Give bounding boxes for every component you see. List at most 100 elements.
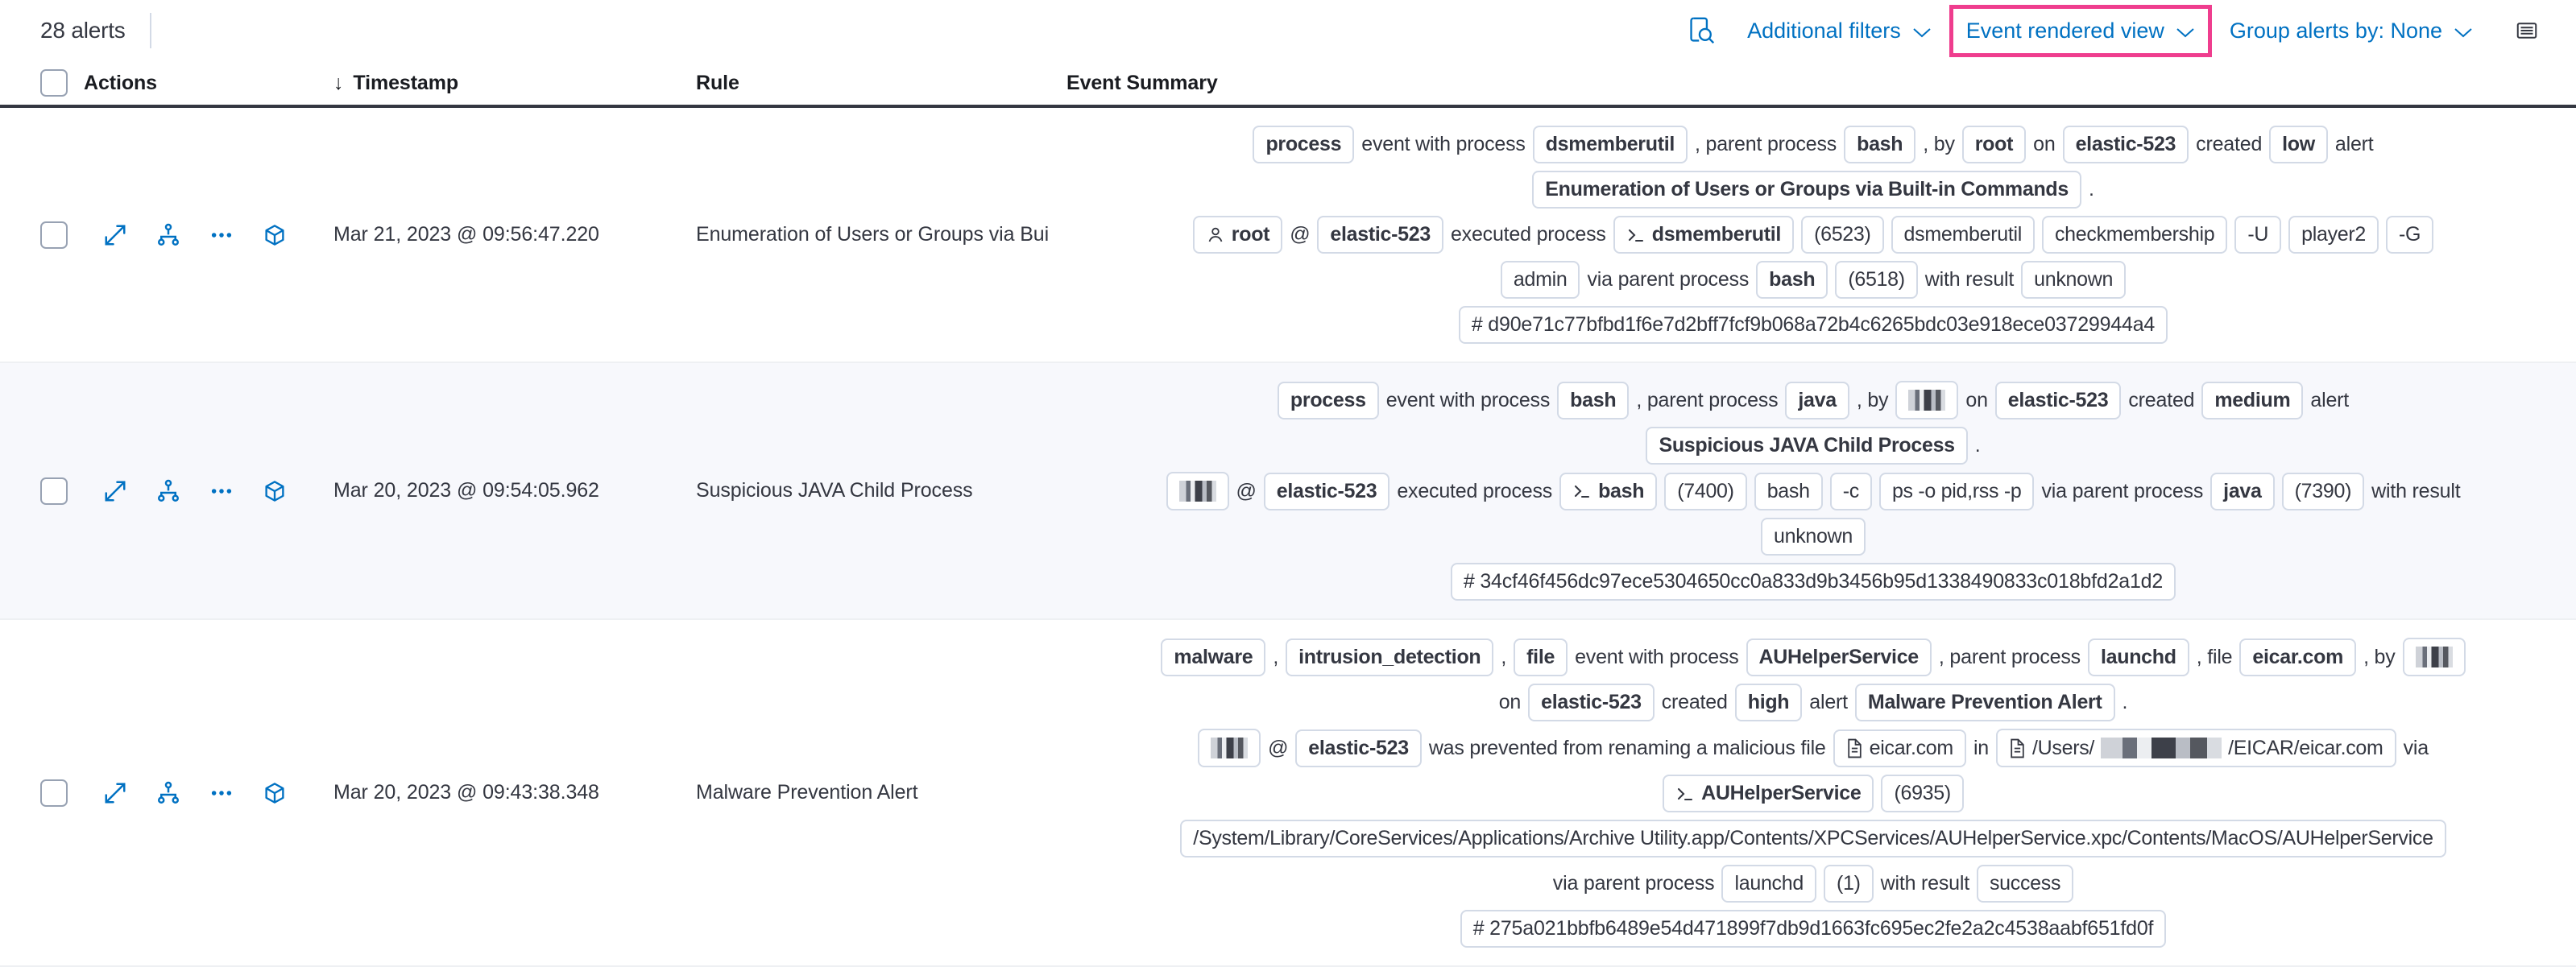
summary-badge[interactable]: admin	[1500, 261, 1580, 299]
summary-badge[interactable]: /System/Library/CoreServices/Application…	[1180, 820, 2446, 857]
column-header-event-summary[interactable]: Event Summary	[1066, 71, 1218, 94]
redaction-block	[1211, 738, 1249, 758]
summary-badge[interactable]: high	[1734, 684, 1803, 721]
summary-badge[interactable]: Suspicious JAVA Child Process	[1646, 427, 1968, 465]
summary-badge[interactable]: AUHelperService	[1746, 638, 1932, 676]
summary-badge[interactable]: elastic-523	[1295, 729, 1422, 767]
analyze-event-icon[interactable]	[156, 479, 180, 503]
summary-badge[interactable]: (6518)	[1835, 261, 1918, 299]
add-to-case-icon[interactable]	[263, 223, 287, 247]
summary-badge[interactable]: malware	[1161, 638, 1266, 676]
summary-badge[interactable]: elastic-523	[1994, 381, 2122, 419]
row-select-checkbox[interactable]	[40, 221, 68, 249]
keyboard-icon[interactable]	[2515, 19, 2539, 43]
summary-badge[interactable]: (6935)	[1881, 775, 1964, 812]
toolbar-divider	[149, 13, 151, 48]
summary-text: created	[2196, 133, 2263, 155]
row-select-checkbox[interactable]	[40, 779, 68, 807]
event-rendered-view-button[interactable]: Event rendered view	[1966, 19, 2195, 43]
event-hash-badge[interactable]: # d90e71c77bfbd1f6e7d2bff7fcf9b068a72b4c…	[1458, 306, 2168, 344]
summary-badge[interactable]: Enumeration of Users or Groups via Built…	[1532, 171, 2082, 209]
summary-badge[interactable]: -G	[2386, 216, 2434, 254]
summary-text: ,	[1501, 645, 1507, 668]
summary-badge[interactable]: bash	[1756, 261, 1828, 299]
add-to-case-icon[interactable]	[263, 781, 287, 805]
summary-badge[interactable]: (1)	[1823, 865, 1874, 903]
summary-badge[interactable]: (7390)	[2281, 472, 2365, 510]
expand-icon[interactable]	[103, 781, 127, 805]
summary-badge[interactable]: bash	[1754, 472, 1823, 510]
summary-badge[interactable]: unknown	[1761, 518, 1866, 556]
summary-badge[interactable]: success	[1976, 865, 2074, 903]
redacted-user-badge[interactable]	[1895, 381, 1959, 419]
summary-badge[interactable]: root	[1961, 126, 2027, 163]
summary-text: @	[1268, 736, 1289, 759]
summary-badge[interactable]: eicar.com	[1833, 729, 1966, 767]
summary-badge[interactable]: root	[1192, 216, 1283, 254]
summary-badge[interactable]: elastic-523	[2062, 126, 2189, 163]
summary-badge[interactable]: process	[1277, 381, 1379, 419]
summary-badge[interactable]: intrusion_detection	[1286, 638, 1494, 676]
redacted-user-badge[interactable]	[2402, 638, 2466, 676]
summary-badge[interactable]: eicar.com	[2239, 638, 2357, 676]
summary-badge[interactable]: bash	[1844, 126, 1916, 163]
summary-badge[interactable]: process	[1253, 126, 1355, 163]
cell-timestamp: Mar 21, 2023 @ 09:56:47.220	[333, 223, 599, 246]
cell-timestamp: Mar 20, 2023 @ 09:43:38.348	[333, 781, 599, 804]
summary-badge[interactable]: -U	[2234, 216, 2282, 254]
more-actions-icon[interactable]	[209, 223, 234, 247]
select-all-checkbox[interactable]	[40, 69, 68, 97]
summary-badge[interactable]: dsmemberutil	[1613, 216, 1795, 254]
redacted-user-badge[interactable]	[1198, 729, 1261, 767]
redacted-user-badge[interactable]	[1166, 472, 1229, 510]
summary-badge[interactable]: Malware Prevention Alert	[1854, 684, 2115, 721]
summary-badge[interactable]: bash	[1557, 381, 1630, 419]
row-actions-cell	[84, 781, 333, 805]
summary-badge[interactable]: bash	[1559, 472, 1658, 510]
summary-badge[interactable]: player2	[2288, 216, 2379, 254]
summary-badge[interactable]: medium	[2201, 381, 2304, 419]
summary-badge[interactable]: file	[1514, 638, 1568, 676]
file-path-badge[interactable]: /Users//EICAR/eicar.com	[1996, 729, 2396, 767]
group-alerts-by-button[interactable]: Group alerts by: None	[2215, 10, 2487, 52]
summary-badge[interactable]: elastic-523	[1528, 684, 1655, 721]
more-actions-icon[interactable]	[209, 781, 234, 805]
analyze-event-icon[interactable]	[156, 223, 180, 247]
summary-text: via	[2403, 736, 2429, 759]
column-header-actions[interactable]: Actions	[84, 71, 157, 94]
summary-badge[interactable]: java	[2210, 472, 2275, 510]
summary-badge[interactable]: (6523)	[1801, 216, 1884, 254]
summary-badge[interactable]: low	[2269, 126, 2328, 163]
row-select-checkbox[interactable]	[40, 477, 68, 505]
summary-badge[interactable]: (7400)	[1664, 472, 1747, 510]
expand-icon[interactable]	[103, 479, 127, 503]
summary-badge[interactable]: elastic-523	[1263, 472, 1390, 510]
summary-badge[interactable]: unknown	[2021, 261, 2127, 299]
column-header-rule[interactable]: Rule	[696, 71, 739, 94]
summary-badge[interactable]: -c	[1829, 472, 1872, 510]
column-header-timestamp[interactable]: ↓ Timestamp	[333, 72, 696, 95]
summary-badge[interactable]: checkmembership	[2041, 216, 2228, 254]
summary-badge[interactable]: dsmemberutil	[1532, 126, 1688, 163]
event-hash-badge[interactable]: # 34cf46f456dc97ece5304650cc0a833d9b3456…	[1450, 563, 2176, 601]
summary-badge[interactable]: dsmemberutil	[1891, 216, 2035, 254]
summary-badge[interactable]: java	[1785, 381, 1849, 419]
expand-icon[interactable]	[103, 223, 127, 247]
summary-badge-label: bash	[1857, 133, 1903, 155]
summary-badge[interactable]: ps -o pid,rss -p	[1878, 472, 2035, 510]
table-row[interactable]: Mar 21, 2023 @ 09:56:47.220 Enumeration o…	[0, 108, 2576, 363]
table-row[interactable]: Mar 20, 2023 @ 09:43:38.348 Malware Preve…	[0, 620, 2576, 967]
summary-badge[interactable]: launchd	[1721, 865, 1816, 903]
summary-badge[interactable]: AUHelperService	[1663, 775, 1874, 812]
summary-badge[interactable]: elastic-523	[1317, 216, 1443, 254]
additional-filters-button[interactable]: Additional filters	[1733, 10, 1946, 52]
more-actions-icon[interactable]	[209, 479, 234, 503]
event-hash-badge[interactable]: # 275a021bbfb6489e54d471899f7db9d1663fc6…	[1460, 910, 2167, 948]
add-to-case-icon[interactable]	[263, 479, 287, 503]
summary-badge[interactable]: launchd	[2087, 638, 2189, 676]
inspect-icon[interactable]	[1688, 16, 1715, 45]
analyze-event-icon[interactable]	[156, 781, 180, 805]
